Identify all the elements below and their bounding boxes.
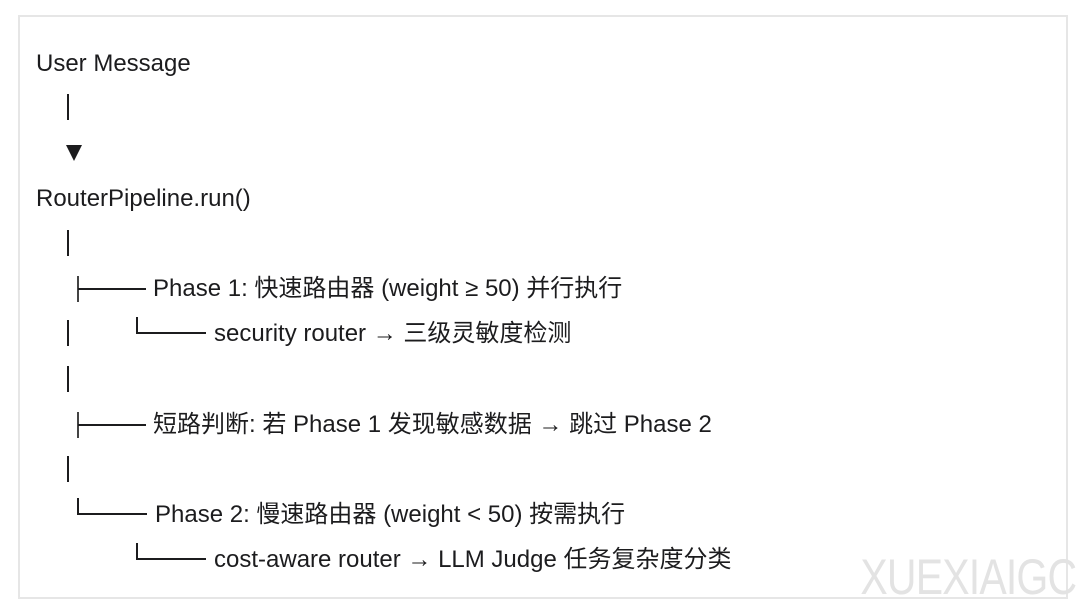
short-circuit-node: 短路判断: 若 Phase 1 发现敏感数据 → 跳过 Phase 2 bbox=[153, 411, 712, 438]
security-router-node: security router → 三级灵敏度检测 bbox=[214, 320, 572, 347]
branch-line bbox=[136, 332, 206, 334]
branch-elbow-icon bbox=[136, 317, 138, 333]
connector-vertical bbox=[67, 230, 69, 256]
arrow-down-icon bbox=[66, 145, 82, 161]
diagram-frame bbox=[18, 15, 1068, 599]
connector-vertical bbox=[67, 320, 69, 346]
branch-elbow-icon bbox=[77, 498, 79, 514]
connector-vertical bbox=[67, 456, 69, 482]
branch-line bbox=[78, 424, 146, 426]
watermark: XUEXIAIGC bbox=[860, 549, 1077, 605]
phase1-node: Phase 1: 快速路由器 (weight ≥ 50) 并行执行 bbox=[153, 275, 623, 302]
phase2-node: Phase 2: 慢速路由器 (weight < 50) 按需执行 bbox=[155, 501, 626, 528]
router-pipeline-node: RouterPipeline.run() bbox=[36, 185, 251, 212]
branch-line bbox=[77, 513, 147, 515]
connector-vertical bbox=[67, 94, 69, 120]
branch-tee-icon bbox=[77, 276, 79, 302]
branch-line bbox=[136, 558, 206, 560]
branch-elbow-icon bbox=[136, 543, 138, 559]
user-message-node: User Message bbox=[36, 50, 191, 77]
branch-line bbox=[78, 288, 146, 290]
branch-tee-icon bbox=[77, 412, 79, 438]
connector-vertical bbox=[67, 366, 69, 392]
cost-aware-router-node: cost-aware router → LLM Judge 任务复杂度分类 bbox=[214, 546, 732, 573]
